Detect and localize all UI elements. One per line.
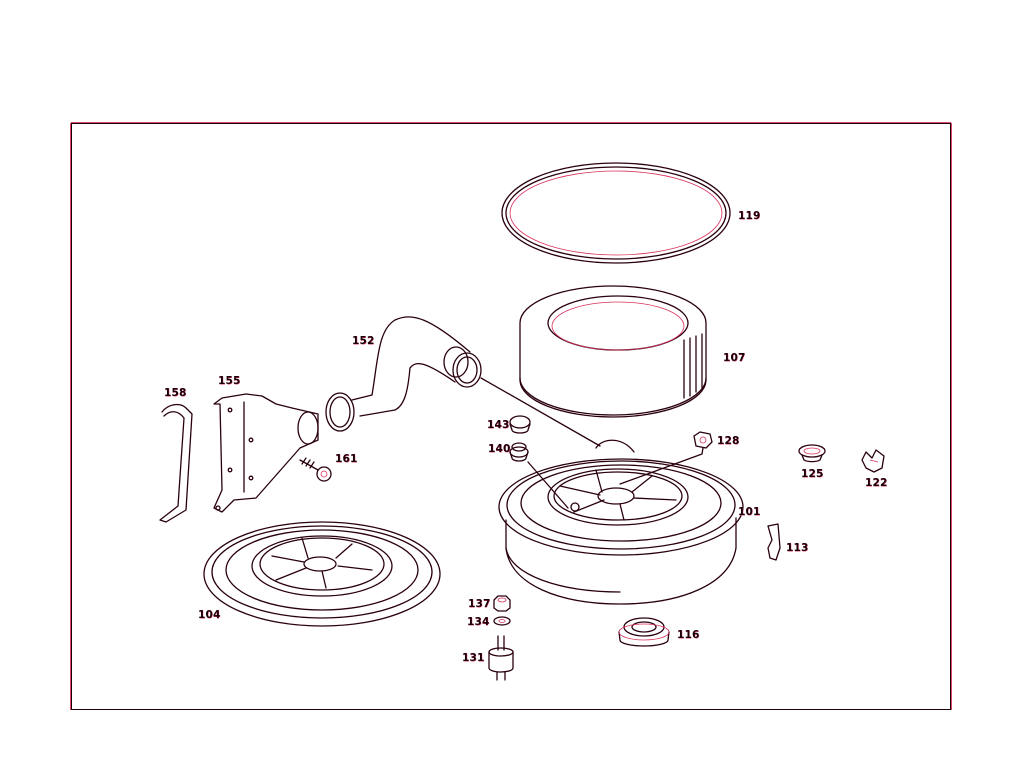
callout-122[interactable]: 122 [865, 477, 888, 489]
callout-119[interactable]: 119 [738, 210, 761, 222]
part-113-clamp[interactable] [767, 523, 781, 561]
part-125-grommet[interactable] [798, 444, 826, 463]
part-158-strap[interactable] [159, 403, 193, 523]
part-107-filter-element[interactable] [519, 285, 707, 418]
callout-161[interactable]: 161 [335, 453, 358, 465]
callout-107[interactable]: 107 [723, 352, 746, 364]
callout-125[interactable]: 125 [801, 468, 824, 480]
part-116-seal[interactable] [618, 617, 670, 647]
part-101-filter-housing[interactable] [498, 439, 744, 605]
part-140-plug[interactable] [509, 442, 569, 509]
part-134-washer[interactable] [493, 616, 511, 626]
callout-104[interactable]: 104 [198, 609, 221, 621]
part-143-cap[interactable] [509, 415, 531, 434]
callout-137[interactable]: 137 [468, 598, 491, 610]
part-119-sealing-ring[interactable] [501, 162, 731, 264]
part-137-nut[interactable] [493, 595, 511, 612]
part-155-bracket[interactable] [213, 393, 319, 513]
callout-116[interactable]: 116 [677, 629, 700, 641]
part-104-cover[interactable] [203, 521, 441, 627]
callout-155[interactable]: 155 [218, 375, 241, 387]
part-161-screw[interactable] [299, 457, 332, 482]
callout-134[interactable]: 134 [467, 616, 490, 628]
diagram-frame [71, 123, 951, 710]
part-152-intake-hose[interactable] [325, 316, 601, 447]
callout-131[interactable]: 131 [462, 652, 485, 664]
callout-113[interactable]: 113 [786, 542, 809, 554]
part-131-rubber-mount[interactable] [488, 635, 514, 681]
callout-158[interactable]: 158 [164, 387, 187, 399]
callout-140[interactable]: 140 [488, 443, 511, 455]
callout-143[interactable]: 143 [487, 419, 510, 431]
callout-101[interactable]: 101 [738, 506, 761, 518]
callout-152[interactable]: 152 [352, 335, 375, 347]
callout-128[interactable]: 128 [717, 435, 740, 447]
part-122-clip[interactable] [861, 449, 885, 473]
